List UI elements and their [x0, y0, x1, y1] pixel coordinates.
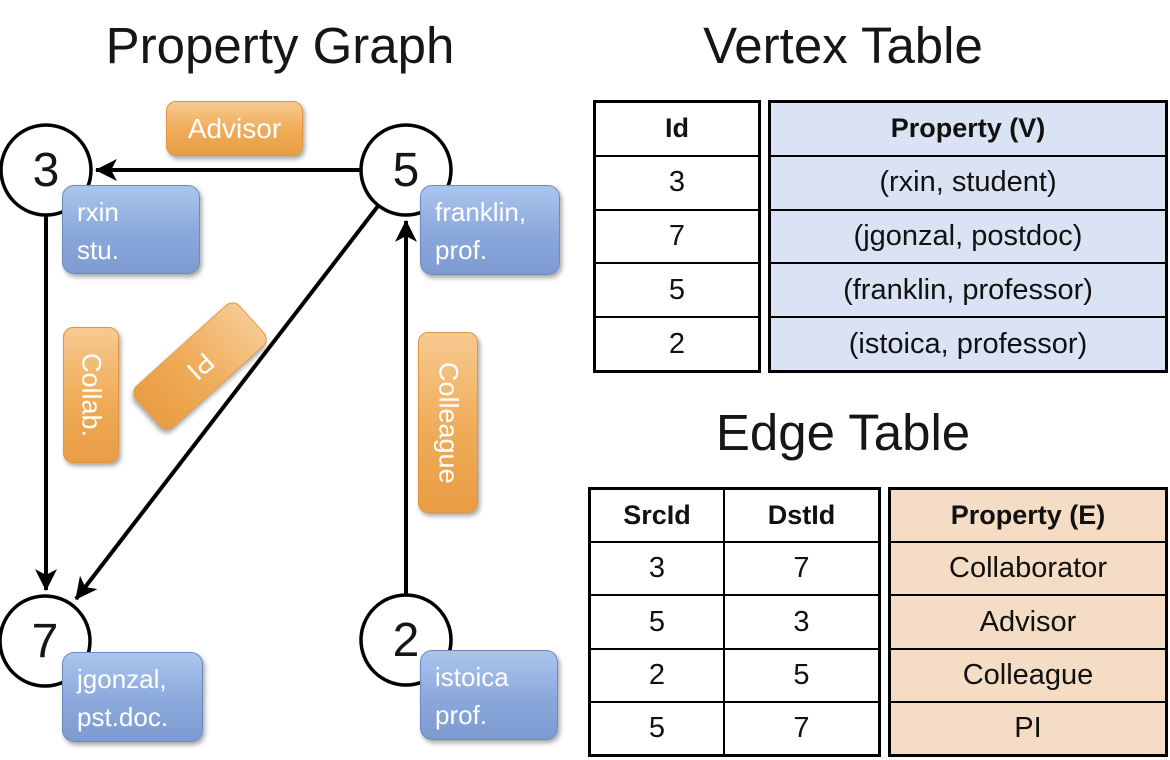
- edge-label-advisor: Advisor: [166, 101, 303, 156]
- vertex-prop-line: prof.: [435, 700, 488, 730]
- edge-dst-cell: 7: [793, 711, 810, 744]
- table-row: Advisor: [891, 596, 1165, 650]
- table-row: PI: [891, 703, 1165, 754]
- vertex-property-cell: (rxin, student): [879, 166, 1057, 199]
- edge-dst-cell: 7: [793, 552, 810, 585]
- table-row: (rxin, student): [771, 157, 1165, 211]
- node-id-5: 5: [392, 143, 420, 197]
- table-row: 5: [596, 264, 758, 319]
- vertex-property-cell: (istoica, professor): [848, 327, 1088, 360]
- vertex-prop-box-2: istoica prof.: [420, 650, 558, 740]
- edge-table-property-header: Property (E): [950, 500, 1106, 531]
- vertex-table-property-header: Property (V): [890, 113, 1046, 144]
- edge-table-ids-columns: SrcId DstId 3 7 5 3 2 5 5 7: [588, 487, 881, 757]
- edge-src-cell: 3: [591, 543, 725, 595]
- table-header-row: Id: [596, 103, 758, 157]
- edge-table-property-column: Property (E) Collaborator Advisor Collea…: [888, 487, 1168, 757]
- vertex-table-id-header: Id: [665, 113, 689, 144]
- vertex-prop-box-7: jgonzal, pst.doc.: [62, 652, 203, 742]
- vertex-prop-box-3: rxin stu.: [62, 185, 200, 274]
- vertex-property-cell: (jgonzal, postdoc): [853, 219, 1083, 252]
- edge-property-cell: Collaborator: [949, 552, 1107, 585]
- table-header-row: Property (E): [891, 490, 1165, 544]
- table-row: Colleague: [891, 650, 1165, 703]
- edge-table-title: Edge Table: [715, 404, 971, 461]
- vertex-id-cell: 3: [668, 166, 686, 199]
- table-header-row: SrcId DstId: [591, 490, 878, 544]
- vertex-prop-line: stu.: [77, 235, 119, 265]
- edge-dst-cell: 3: [793, 605, 810, 638]
- table-row: 7: [596, 211, 758, 265]
- node-id-2: 2: [392, 613, 420, 667]
- table-row: Collaborator: [891, 543, 1165, 597]
- vertex-prop-box-5: franklin, prof.: [420, 185, 560, 275]
- vertex-prop-line: prof.: [435, 235, 488, 265]
- edge-property-cell: PI: [1014, 711, 1042, 744]
- edge-table-srcid-header: SrcId: [591, 490, 725, 542]
- table-row: 2: [596, 318, 758, 370]
- table-row: 5 3: [591, 596, 878, 650]
- edge-dst-cell: 5: [793, 658, 810, 691]
- vertex-table-title: Vertex Table: [703, 17, 983, 74]
- edge-src-cell: 5: [591, 702, 725, 755]
- table-row: 3 7: [591, 543, 878, 597]
- table-row: (istoica, professor): [771, 318, 1165, 370]
- edge-table-dstid-header: DstId: [767, 500, 836, 531]
- table-row: 3: [596, 157, 758, 211]
- vertex-table-id-column: Id 3 7 5 2: [593, 100, 761, 373]
- table-row: 2 5: [591, 649, 878, 703]
- vertex-prop-line: jgonzal,: [77, 664, 167, 694]
- edge-property-cell: Colleague: [962, 658, 1094, 691]
- vertex-prop-line: istoica: [435, 662, 509, 692]
- node-id-3: 3: [32, 143, 60, 197]
- node-id-7: 7: [31, 614, 59, 668]
- vertex-property-cell: (franklin, professor): [843, 273, 1093, 306]
- table-row: (franklin, professor): [771, 264, 1165, 319]
- table-row: (jgonzal, postdoc): [771, 211, 1165, 265]
- vertex-prop-line: pst.doc.: [77, 702, 169, 732]
- table-row: 5 7: [591, 702, 878, 755]
- edge-pi-5-to-7: [74, 204, 380, 601]
- edge-src-cell: 5: [591, 596, 725, 648]
- property-graph-title: Property Graph: [105, 17, 455, 74]
- edge-src-cell: 2: [591, 649, 725, 701]
- vertex-id-cell: 2: [668, 327, 686, 360]
- table-header-row: Property (V): [771, 103, 1165, 157]
- edge-property-cell: Advisor: [979, 605, 1077, 638]
- vertex-id-cell: 5: [668, 273, 686, 306]
- edge-label-colleague: Colleague: [418, 332, 478, 513]
- vertex-prop-line: franklin,: [435, 197, 527, 227]
- vertex-id-cell: 7: [668, 219, 686, 252]
- edge-label-collab: Collab.: [63, 327, 119, 463]
- vertex-table-property-column: Property (V) (rxin, student) (jgonzal, p…: [768, 100, 1168, 373]
- vertex-prop-line: rxin: [77, 197, 119, 227]
